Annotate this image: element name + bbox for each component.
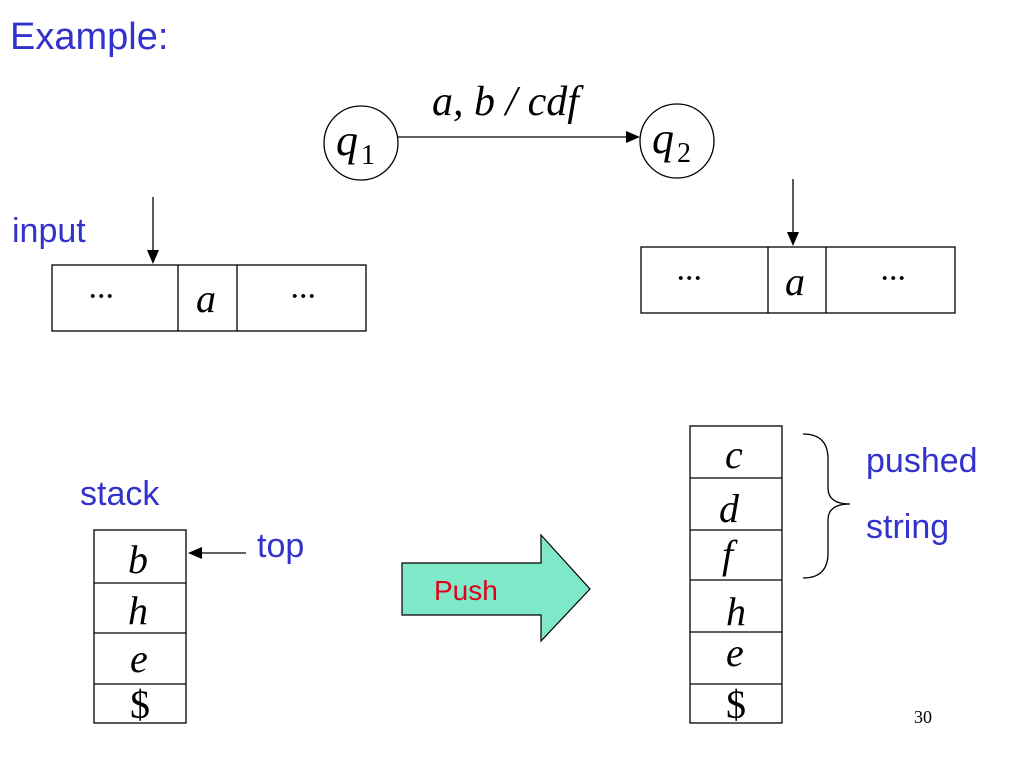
head-pointer-before-arrowhead [147,250,159,264]
stack-after-cell-1: c [725,432,743,477]
input-after-cell-1: ··· [676,260,702,297]
state-q1 [323,105,399,181]
stack-label: stack [80,475,160,513]
state-q2 [639,103,715,179]
push-arrow [401,533,591,643]
stack-before-frame [93,529,187,724]
string-label: string [866,508,950,546]
head-pointer-after-arrowhead [787,232,799,246]
input-before-cell-1: ··· [88,278,114,315]
input-tape-before: ··· a ··· [51,197,367,332]
page-number: 30 [914,707,932,727]
stack-before-cell-4: $ [130,682,150,727]
top-label: top [257,527,305,565]
stack-before-cell-2: h [128,588,148,633]
stack-before-cell-3: e [130,636,148,681]
pushed-label: pushed [866,442,978,480]
input-tape-after: ··· a ··· [640,179,956,314]
stack-before-cell-1: b [128,537,148,582]
input-label: input [12,212,86,250]
stack-after-cell-5: e [726,630,744,675]
state-transition: q 1 q 2 a, b / cdf [323,79,715,181]
transition-label: a, b / cdf [432,79,584,125]
stack-after-frame [689,425,783,724]
stack-after-cell-6: $ [726,682,746,727]
input-after-cell-2: a [785,259,805,304]
stack-before: b h e $ [93,529,246,727]
state-q1-name: q [336,116,358,165]
state-q2-subscript: 2 [677,138,691,169]
input-after-cell-3: ··· [880,260,906,297]
pushed-string-brace [802,433,851,579]
state-q2-name: q [652,114,674,163]
slide-title: Example: [10,16,169,58]
input-tape-after-frame [640,246,956,314]
stack-after: c d f h e $ [689,425,783,727]
input-before-cell-2: a [196,276,216,321]
transition-arrowhead [626,131,640,143]
input-before-cell-3: ··· [290,278,316,315]
top-pointer-arrowhead [188,547,202,559]
push-label: Push [434,575,498,606]
input-tape-before-frame [51,264,367,332]
stack-after-cell-4: h [726,589,746,634]
state-q1-subscript: 1 [361,140,375,171]
stack-after-cell-3: f [722,532,738,577]
stack-after-cell-2: d [719,486,740,531]
